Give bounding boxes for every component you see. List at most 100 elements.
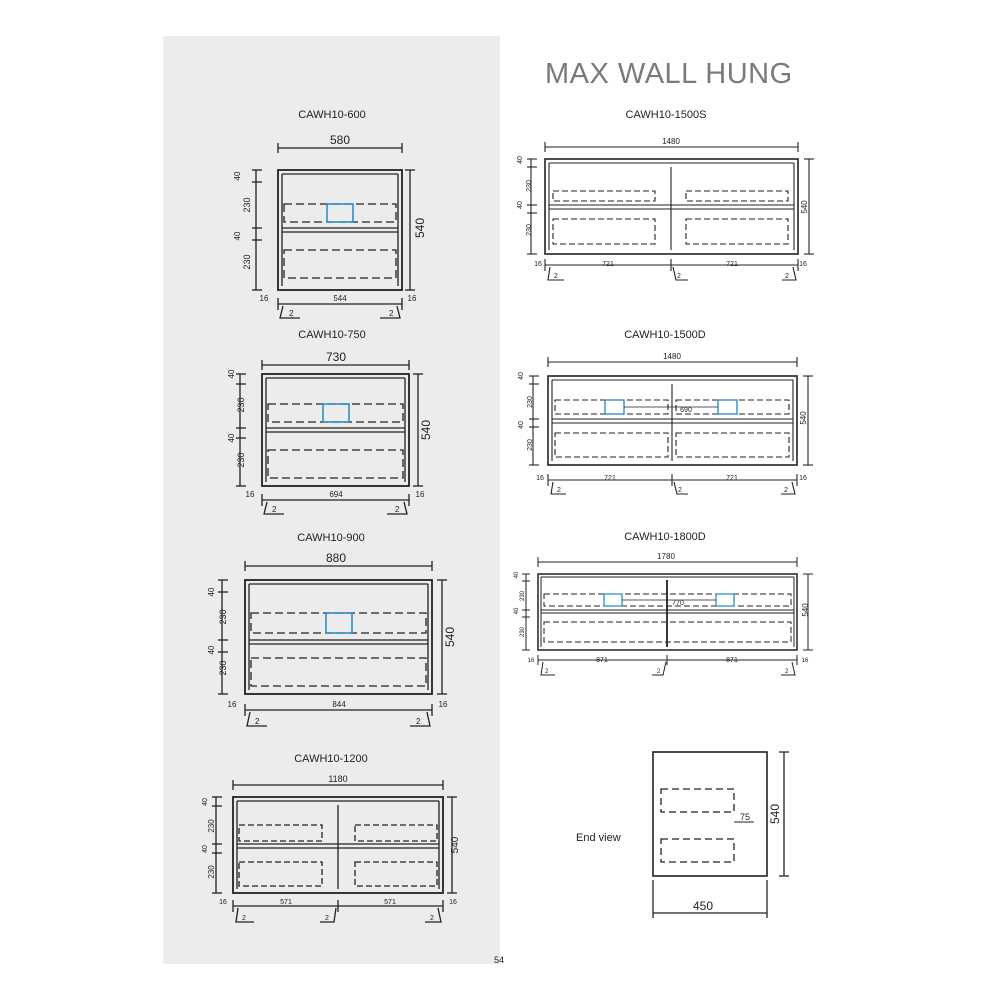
drawing-cawh10-1500d: CAWH10-1500D 1480 690 40 230 40 230 540 … (518, 329, 813, 495)
svg-text:16: 16 (534, 261, 542, 268)
svg-text:871: 871 (596, 657, 608, 664)
svg-text:770: 770 (672, 600, 684, 607)
model-label: CAWH10-1500S (626, 109, 707, 121)
svg-text:40: 40 (202, 798, 209, 806)
drawing-cawh10-1500s: CAWH10-1500S 1480 40 230 40 230 540 16 7… (517, 109, 814, 281)
svg-text:2: 2 (785, 669, 789, 675)
svg-text:16: 16 (439, 700, 448, 709)
svg-text:40: 40 (233, 171, 242, 180)
svg-text:690: 690 (680, 407, 692, 414)
svg-text:721: 721 (604, 475, 616, 482)
model-label: CAWH10-900 (297, 532, 364, 544)
svg-text:40: 40 (518, 372, 525, 380)
basin-handle-icon (326, 203, 354, 223)
svg-text:2: 2 (395, 505, 400, 514)
svg-text:2: 2 (272, 505, 277, 514)
svg-text:16: 16 (528, 658, 535, 664)
svg-text:40: 40 (227, 369, 236, 378)
overall-width: 880 (326, 551, 346, 565)
model-label: CAWH10-1500D (624, 329, 706, 341)
svg-text:230: 230 (242, 197, 252, 212)
svg-text:230: 230 (527, 439, 534, 451)
svg-text:16: 16 (408, 294, 417, 303)
basin-handle-icon (603, 593, 623, 607)
svg-text:871: 871 (726, 657, 738, 664)
svg-text:40: 40 (233, 231, 242, 240)
svg-text:40: 40 (207, 645, 216, 654)
overall-width: 580 (330, 133, 350, 147)
svg-text:230: 230 (527, 396, 534, 408)
overall-width: 1180 (328, 774, 347, 784)
svg-text:230: 230 (242, 254, 252, 269)
svg-text:230: 230 (526, 224, 533, 236)
svg-text:2: 2 (289, 309, 294, 318)
svg-text:721: 721 (726, 475, 738, 482)
svg-text:230: 230 (236, 397, 246, 412)
svg-text:16: 16 (260, 294, 269, 303)
svg-text:40: 40 (207, 587, 216, 596)
svg-text:2: 2 (784, 487, 788, 494)
svg-text:230: 230 (520, 590, 526, 601)
svg-text:16: 16 (449, 899, 457, 906)
svg-text:40: 40 (227, 433, 236, 442)
height: 540 (450, 836, 461, 853)
svg-text:2: 2 (677, 273, 681, 280)
svg-text:844: 844 (332, 700, 346, 709)
svg-text:571: 571 (384, 899, 396, 906)
svg-text:40: 40 (514, 607, 520, 614)
height: 540 (413, 218, 427, 238)
svg-text:230: 230 (526, 180, 533, 192)
drawing-cawh10-750: CAWH10-750 730 40 230 40 230 540 16 694 … (227, 329, 433, 515)
svg-text:230: 230 (207, 819, 216, 833)
svg-text:75: 75 (740, 812, 750, 822)
page-number: 54 (494, 955, 505, 965)
svg-text:16: 16 (799, 261, 807, 268)
svg-text:2: 2 (325, 915, 329, 922)
svg-text:2: 2 (545, 669, 549, 675)
overall-width: 730 (326, 350, 346, 364)
svg-text:16: 16 (799, 475, 807, 482)
svg-text:2: 2 (255, 717, 260, 726)
svg-text:544: 544 (333, 294, 347, 303)
basin-handle-icon (604, 399, 625, 415)
svg-text:2: 2 (657, 669, 661, 675)
model-label: CAWH10-750 (298, 329, 365, 341)
svg-text:2: 2 (389, 309, 394, 318)
svg-text:40: 40 (518, 421, 525, 429)
model-label: CAWH10-600 (298, 109, 365, 121)
svg-text:230: 230 (236, 452, 246, 467)
end-view-height: 540 (768, 804, 782, 824)
svg-text:230: 230 (218, 660, 228, 675)
basin-handle-icon (322, 403, 350, 423)
svg-text:2: 2 (242, 915, 246, 922)
svg-text:40: 40 (514, 571, 520, 578)
svg-text:230: 230 (218, 609, 228, 624)
svg-text:2: 2 (785, 273, 789, 280)
svg-text:40: 40 (517, 156, 524, 164)
svg-text:721: 721 (602, 261, 614, 268)
height: 540 (800, 200, 809, 214)
height: 540 (419, 420, 433, 440)
svg-text:40: 40 (202, 845, 209, 853)
svg-text:571: 571 (280, 899, 292, 906)
end-view-depth: 450 (693, 899, 713, 913)
svg-text:230: 230 (207, 865, 216, 879)
svg-text:721: 721 (726, 261, 738, 268)
drawing-cawh10-1200: CAWH10-1200 1180 40 230 40 230 540 16 57… (202, 753, 461, 923)
svg-text:694: 694 (329, 490, 343, 499)
drawing-cawh10-900: CAWH10-900 880 40 230 40 230 540 16 844 … (207, 532, 457, 727)
end-view-label: End view (576, 832, 621, 844)
svg-text:16: 16 (228, 700, 237, 709)
overall-width: 1780 (657, 552, 675, 561)
svg-text:40: 40 (517, 201, 524, 209)
overall-width: 1480 (663, 352, 681, 361)
height: 540 (799, 411, 808, 425)
drawing-cawh10-600: CAWH10-600 580 40 230 40 230 540 16 544 … (233, 109, 427, 319)
svg-text:16: 16 (219, 899, 227, 906)
page-title: MAX WALL HUNG (545, 58, 793, 90)
svg-text:2: 2 (554, 273, 558, 280)
svg-text:2: 2 (678, 487, 682, 494)
drawing-end-view: End view 75 540 450 (576, 751, 789, 918)
svg-text:16: 16 (246, 490, 255, 499)
